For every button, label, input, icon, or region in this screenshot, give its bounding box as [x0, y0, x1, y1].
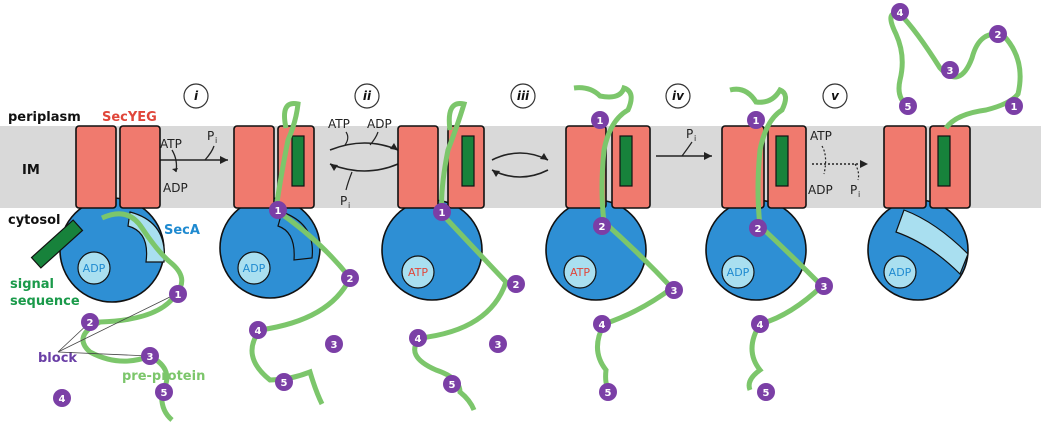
svg-text:iii: iii [517, 89, 530, 103]
svg-text:ii: ii [363, 89, 372, 103]
block-label: block [38, 351, 77, 366]
im-label: IM [22, 163, 40, 178]
secyeg-label: SecYEG [102, 110, 157, 125]
svg-text:ADP: ADP [727, 266, 750, 279]
svg-text:1: 1 [175, 290, 182, 301]
svg-text:ADP: ADP [808, 183, 833, 197]
svg-text:ATP: ATP [570, 266, 590, 279]
svg-text:ATP: ATP [328, 117, 350, 131]
svg-text:4: 4 [757, 320, 764, 331]
svg-text:1: 1 [1011, 102, 1018, 113]
svg-text:P: P [207, 129, 214, 143]
svg-text:3: 3 [947, 66, 954, 77]
svg-text:1: 1 [439, 208, 446, 219]
svg-text:3: 3 [495, 340, 502, 351]
block-markers: 1 2 3 4 5 1 2 3 4 5 1 2 3 4 5 1 2 3 4 5 … [53, 3, 1023, 407]
svg-text:4: 4 [59, 394, 66, 405]
reaction-iv: P i [656, 127, 712, 160]
secyeg-right [119, 125, 161, 209]
stage-1: ADP [30, 125, 185, 422]
sequence-label: sequence [10, 294, 80, 309]
svg-text:ATP: ATP [408, 266, 428, 279]
svg-text:2: 2 [87, 318, 94, 329]
svg-text:1: 1 [275, 206, 282, 217]
svg-text:4: 4 [255, 326, 262, 337]
svg-text:v: v [831, 89, 840, 103]
reaction-v: ATP ADP P i [808, 129, 868, 199]
svg-text:2: 2 [755, 224, 762, 235]
svg-text:5: 5 [449, 380, 456, 391]
signal-label: signal [10, 277, 54, 292]
svg-text:2: 2 [347, 274, 354, 285]
stage-5: ADP [705, 86, 826, 391]
svg-text:1: 1 [753, 116, 760, 127]
svg-text:i: i [215, 136, 217, 145]
svg-text:4: 4 [415, 334, 422, 345]
inner-membrane-band [0, 126, 1041, 208]
step-marker-iv: iv [665, 83, 691, 109]
svg-text:5: 5 [763, 388, 770, 399]
svg-text:P: P [850, 183, 857, 197]
svg-text:3: 3 [331, 340, 338, 351]
svg-text:i: i [694, 134, 696, 143]
svg-text:P: P [340, 194, 347, 208]
step-marker-iii: iii [510, 83, 536, 109]
signal-sequence [30, 219, 84, 269]
svg-text:P: P [686, 127, 693, 141]
step-marker-ii: ii [354, 83, 380, 109]
svg-text:1: 1 [597, 116, 604, 127]
svg-text:2: 2 [995, 30, 1002, 41]
reaction-ii: ATP ADP P i [328, 117, 399, 210]
svg-text:ADP: ADP [889, 266, 912, 279]
cytosol-label: cytosol [8, 213, 60, 228]
step-marker-v: v [822, 83, 848, 109]
svg-text:ADP: ADP [83, 262, 106, 275]
svg-text:ADP: ADP [243, 262, 266, 275]
svg-text:i: i [858, 190, 860, 199]
svg-text:iv: iv [672, 89, 685, 103]
preprotein-label: pre-protein [122, 369, 205, 384]
svg-text:5: 5 [281, 378, 288, 389]
secyeg-left [75, 125, 117, 209]
svg-text:3: 3 [147, 352, 154, 363]
svg-text:3: 3 [821, 282, 828, 293]
svg-text:ADP: ADP [163, 181, 188, 195]
seca-label: SecA [164, 223, 200, 238]
svg-text:i: i [348, 201, 350, 210]
svg-text:2: 2 [513, 280, 520, 291]
stage-4: ATP [545, 84, 676, 395]
svg-text:ADP: ADP [367, 117, 392, 131]
svg-text:4: 4 [897, 8, 904, 19]
svg-text:i: i [194, 89, 199, 103]
stage-3: ATP [381, 101, 509, 411]
svg-text:5: 5 [905, 102, 912, 113]
reaction-iii [491, 152, 549, 178]
svg-text:2: 2 [599, 222, 606, 233]
svg-text:5: 5 [605, 388, 612, 399]
step-marker-i: i [183, 83, 209, 109]
svg-text:3: 3 [671, 286, 678, 297]
periplasm-label: periplasm [8, 110, 81, 125]
reaction-i: ATP ADP P i [160, 129, 228, 195]
svg-text:5: 5 [161, 388, 168, 399]
svg-text:4: 4 [599, 320, 606, 331]
stage-6: ADP [867, 10, 1023, 301]
svg-text:ATP: ATP [160, 137, 182, 151]
svg-text:ATP: ATP [810, 129, 832, 143]
